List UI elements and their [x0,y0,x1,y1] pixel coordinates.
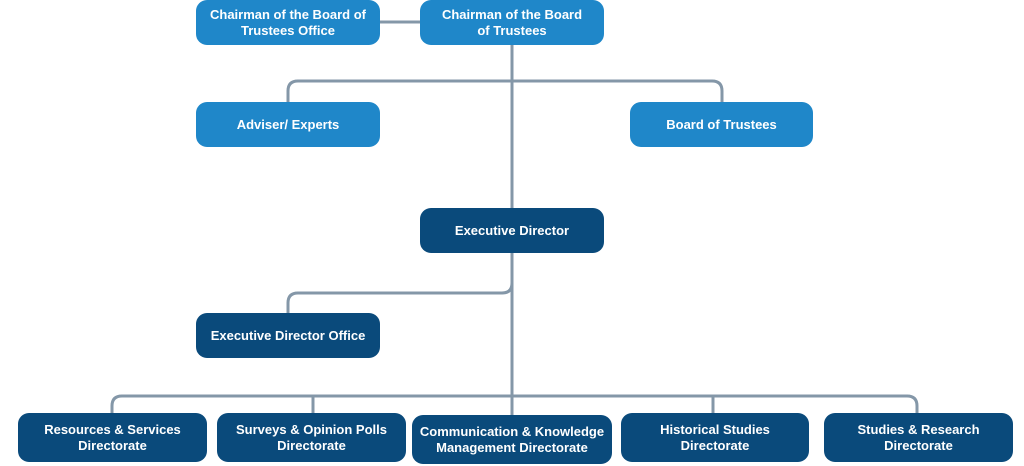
board-of-trustees-box: Board of Trustees [630,102,813,147]
directorate-resources-services: Resources & Services Directorate [18,413,207,462]
directorate-surveys-opinion-polls: Surveys & Opinion Polls Directorate [217,413,406,462]
directorate-studies-research: Studies & Research Directorate [824,413,1013,462]
executive-director-office-box: Executive Director Office [196,313,380,358]
executive-director-box: Executive Director [420,208,604,253]
chairman-box: Chairman of the Board of Trustees [420,0,604,45]
adviser-experts-box: Adviser/ Experts [196,102,380,147]
directorate-communication-knowledge: Communication & Knowledge Management Dir… [412,415,612,464]
directorate-historical-studies: Historical Studies Directorate [621,413,809,462]
chairman-office-box: Chairman of the Board of Trustees Office [196,0,380,45]
